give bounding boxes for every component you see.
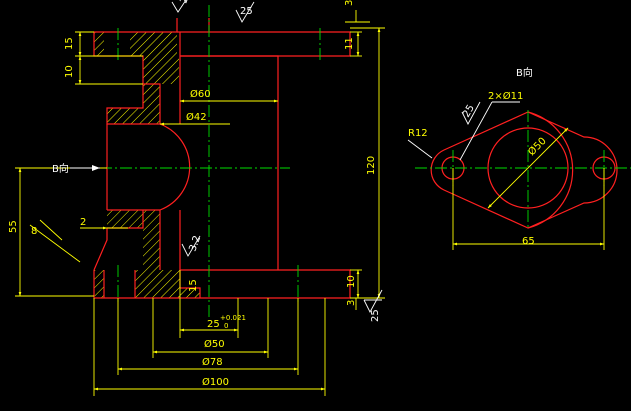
roughness-mid: 3.2 (187, 234, 203, 253)
dim-phi42: Ø42 (186, 111, 207, 123)
dim-15-top: 15 (64, 37, 75, 50)
dim-11: 11 (344, 37, 355, 50)
dim-2: 2 (80, 217, 86, 228)
dim-8: 8 (31, 226, 37, 237)
dim-phi25: 25 (207, 319, 220, 330)
roughness-bottom-right: 25 (370, 309, 381, 322)
dim-10-bottom: 10 (346, 275, 357, 288)
view-direction-arrow (70, 165, 100, 171)
dim-r12: R12 (408, 128, 428, 139)
dim-phi25-tolerance-lower: 0 (224, 322, 228, 330)
section-hatching (94, 32, 200, 298)
dim-phi78: Ø78 (202, 356, 223, 368)
dim-phi50: Ø50 (204, 338, 225, 350)
dimension-lines (15, 10, 385, 396)
dim-120: 120 (366, 156, 377, 175)
dim-3-bottom: 3 (346, 300, 357, 306)
dim-side-phi50: Ø50 (526, 135, 549, 158)
roughness-symbols (171, 0, 383, 313)
dim-phi100: Ø100 (202, 376, 229, 388)
dim-3-top: 3 (344, 0, 355, 6)
roughness-top-mid: 25 (240, 6, 253, 17)
dim-phi25-tolerance: +0.021 (220, 314, 246, 322)
dim-10-top: 10 (64, 65, 75, 78)
part-outline (93, 18, 351, 299)
main-view-labels: 15 10 3 11 Ø60 Ø42 120 55 8 2 15 10 3 25… (8, 0, 381, 388)
side-view (407, 101, 631, 250)
side-roughness: 25 (461, 103, 477, 120)
dim-65: 65 (522, 236, 535, 247)
view-label-b: B向 (52, 162, 69, 175)
dim-15-bottom: 15 (188, 279, 199, 292)
side-view-title: B向 (516, 66, 533, 79)
main-view (15, 0, 385, 396)
roughness-top-left: 25 (178, 0, 193, 5)
dim-holes: 2×Ø11 (488, 90, 523, 102)
dim-55: 55 (8, 220, 19, 233)
dim-phi60: Ø60 (190, 88, 211, 100)
